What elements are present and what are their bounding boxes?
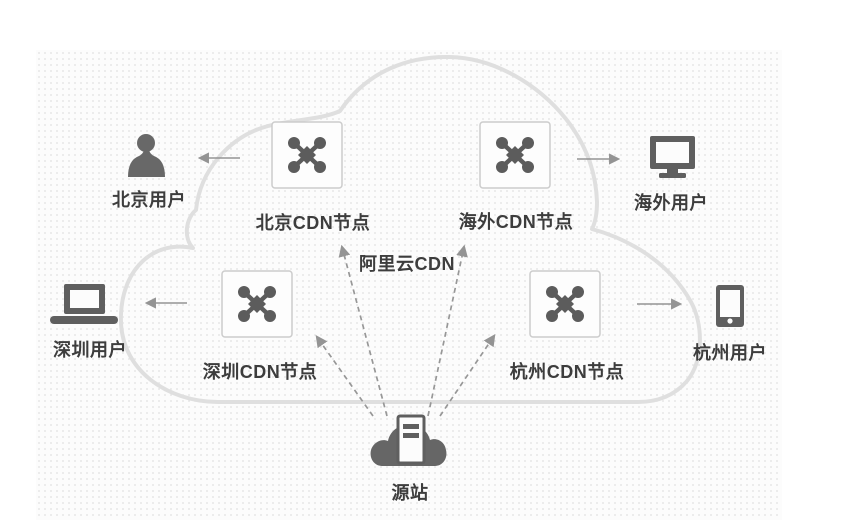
diagram-canvas xyxy=(36,50,782,520)
origin-label: 源站 xyxy=(391,483,429,503)
origin-link-overseas-node xyxy=(427,244,468,417)
cloud-outline xyxy=(118,54,702,404)
origin-link-beijing-node xyxy=(338,244,388,417)
cloud-server-icon xyxy=(370,414,447,466)
hangzhou-user-label: 杭州用户 xyxy=(693,343,767,363)
overseas-user-label: 海外用户 xyxy=(634,193,708,213)
beijing-node-label: 北京CDN节点 xyxy=(255,213,371,233)
laptop-icon xyxy=(50,284,118,324)
cdn-node-hangzhou xyxy=(529,270,601,338)
cloud-title: 阿里云CDN xyxy=(359,254,455,274)
cdn-node-overseas xyxy=(479,121,551,189)
shenzhen-user-label: 深圳用户 xyxy=(53,340,127,360)
phone-icon xyxy=(716,285,744,327)
overseas-node-label: 海外CDN节点 xyxy=(458,212,574,232)
beijing-user-label: 北京用户 xyxy=(112,190,186,210)
cdn-node-shenzhen xyxy=(221,270,293,338)
origin-link-shenzhen-node xyxy=(315,335,374,417)
shenzhen-node-label: 深圳CDN节点 xyxy=(202,362,318,382)
hangzhou-node-label: 杭州CDN节点 xyxy=(509,362,625,382)
origin-link-hangzhou-node xyxy=(439,334,496,417)
person-icon xyxy=(128,134,165,177)
cdn-node-beijing xyxy=(271,121,343,189)
monitor-icon xyxy=(650,136,695,178)
